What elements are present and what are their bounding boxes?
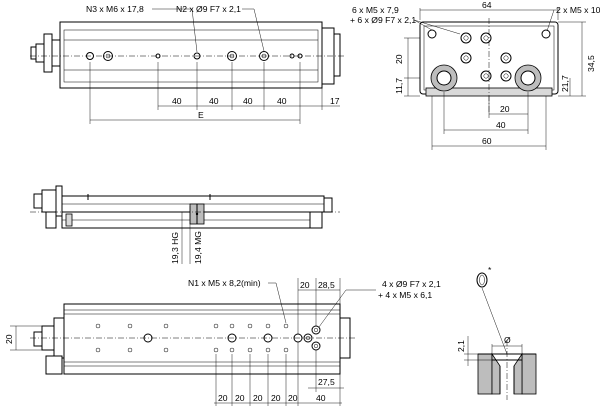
dim-bottom-3: 20 — [253, 393, 263, 403]
dim-40-d: 40 — [277, 96, 287, 106]
dim-bottom-4: 20 — [271, 393, 281, 403]
callout-m5-bottom: + 4 x M5 x 6,1 — [378, 290, 432, 300]
centering-ring-icon — [476, 272, 488, 288]
top-view-actuator — [43, 33, 53, 73]
dim-20-left: 20 — [4, 334, 14, 344]
dim-20-v: 20 — [394, 54, 404, 64]
dim-bottom-5: 20 — [288, 393, 298, 403]
dim-2-1: 2,1 — [456, 340, 466, 352]
dim-bottom-6: 40 — [316, 393, 326, 403]
dim-11-7: 11,7 — [394, 78, 404, 94]
dim-bottom-1: 20 — [218, 393, 228, 403]
dim-bottom-2: 20 — [235, 393, 245, 403]
top-view: N3 x M6 x 17,8 N2 x Ø9 F7 x 2,1 40 40 40… — [30, 4, 346, 124]
dim-28-5: 28,5 — [318, 280, 335, 290]
dim-27-5: 27,5 — [318, 377, 335, 387]
callout-o9-bottom: 4 x Ø9 F7 x 2,1 — [382, 279, 441, 289]
dim-40-b: 40 — [209, 96, 219, 106]
top-view-body — [59, 21, 323, 89]
dim-21-7: 21,7 — [560, 75, 570, 92]
dim-64: 64 — [482, 0, 492, 10]
bottom-view-body — [63, 303, 341, 375]
callout-n2: N2 x Ø9 F7 x 2,1 — [176, 4, 241, 14]
end-view: 6 x M5 x 7,9 + 6 x Ø9 F7 x 2,1 2 x M5 x … — [350, 0, 600, 150]
callout-m5x10: 2 x M5 x 10 — [556, 5, 600, 15]
callout-m5x79: 6 x M5 x 7,9 — [352, 5, 399, 15]
dim-40-a: 40 — [172, 96, 182, 106]
dim-40-c: 40 — [243, 96, 253, 106]
dim-20-h: 20 — [500, 104, 510, 114]
detail-star: * — [488, 265, 492, 275]
dim-e: E — [198, 110, 204, 120]
side-view: 19,3 HG 19,4 MG — [30, 185, 340, 264]
dim-hg: 19,3 HG — [170, 232, 180, 264]
dim-17: 17 — [330, 96, 340, 106]
dim-phi: Ø — [504, 335, 511, 345]
dim-60: 60 — [482, 136, 492, 146]
callout-n3: N3 x M6 x 17,8 — [86, 4, 144, 14]
dim-40: 40 — [496, 120, 506, 130]
dim-34-5: 34,5 — [586, 55, 596, 72]
detail-view: * 2,1 Ø — [456, 265, 537, 400]
callout-o9: + 6 x Ø9 F7 x 2,1 — [350, 15, 416, 25]
dim-mg: 19,4 MG — [193, 231, 203, 264]
callout-n1: N1 x M5 x 8,2(min) — [188, 278, 261, 288]
bottom-view: N1 x M5 x 8,2(min) 4 x Ø9 F7 x 2,1 + 4 x… — [4, 278, 441, 406]
dim-20-top: 20 — [300, 280, 310, 290]
